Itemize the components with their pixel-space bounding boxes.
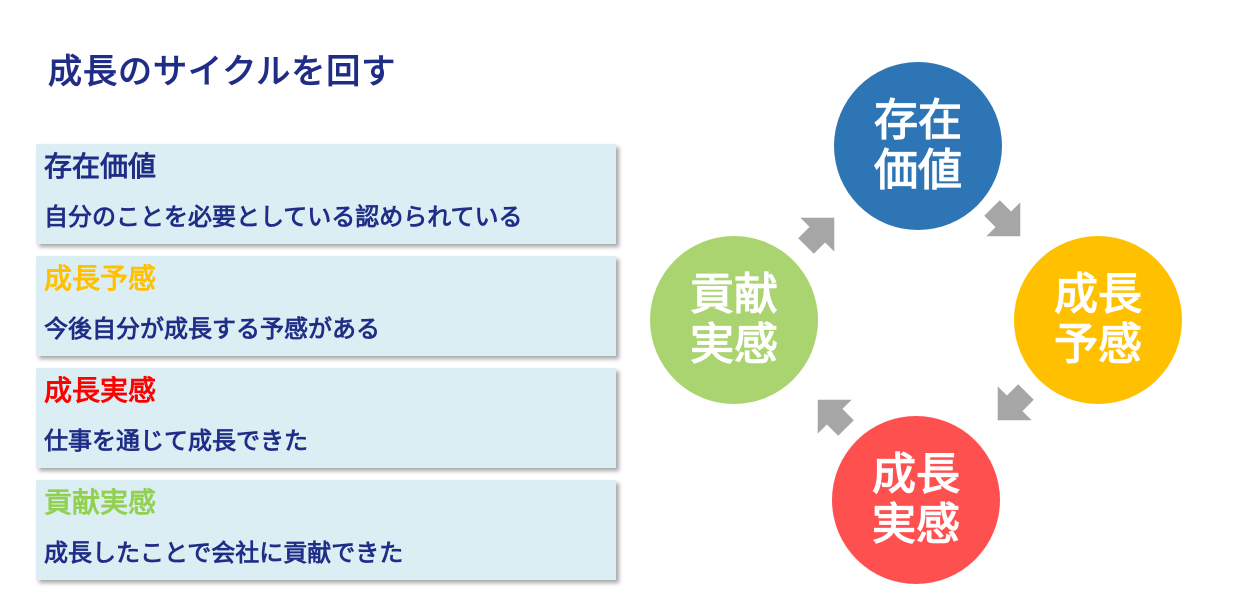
circle-label: 成長実感 xyxy=(872,449,960,550)
cycle-circle-existence-value: 存在価値 xyxy=(834,62,1002,230)
arrow-up-right xyxy=(798,217,835,254)
card-description: 自分のことを必要としている認められている xyxy=(44,203,523,231)
cycle-circle-growth-realization: 成長実感 xyxy=(832,416,1000,584)
cycle-circle-contribution-realization: 貢献実感 xyxy=(650,236,818,404)
arrow-up-left xyxy=(817,399,854,436)
card-title: 貢献実感 xyxy=(44,486,157,519)
card-contribution-realization: 貢献実感 成長したことで会社に貢献できた xyxy=(36,480,616,580)
card-description: 仕事を通じて成長できた xyxy=(44,427,308,455)
card-description: 今後自分が成長する予感がある xyxy=(44,315,380,343)
card-title: 成長予感 xyxy=(44,262,157,295)
card-title: 存在価値 xyxy=(44,150,157,183)
card-existence-value: 存在価値 自分のことを必要としている認められている xyxy=(36,144,616,244)
circle-label: 存在価値 xyxy=(874,95,962,196)
page-title: 成長のサイクルを回す xyxy=(48,52,397,92)
card-title: 成長実感 xyxy=(44,374,157,407)
arrow-down-right xyxy=(984,200,1021,237)
circle-label: 成長予感 xyxy=(1054,269,1142,370)
card-growth-realization: 成長実感 仕事を通じて成長できた xyxy=(36,368,616,468)
circle-label: 貢献実感 xyxy=(690,269,778,370)
cycle-circle-growth-anticipation: 成長予感 xyxy=(1014,236,1182,404)
card-growth-anticipation: 成長予感 今後自分が成長する予感がある xyxy=(36,256,616,356)
card-description: 成長したことで会社に貢献できた xyxy=(44,539,404,567)
arrow-down-left xyxy=(997,384,1034,421)
